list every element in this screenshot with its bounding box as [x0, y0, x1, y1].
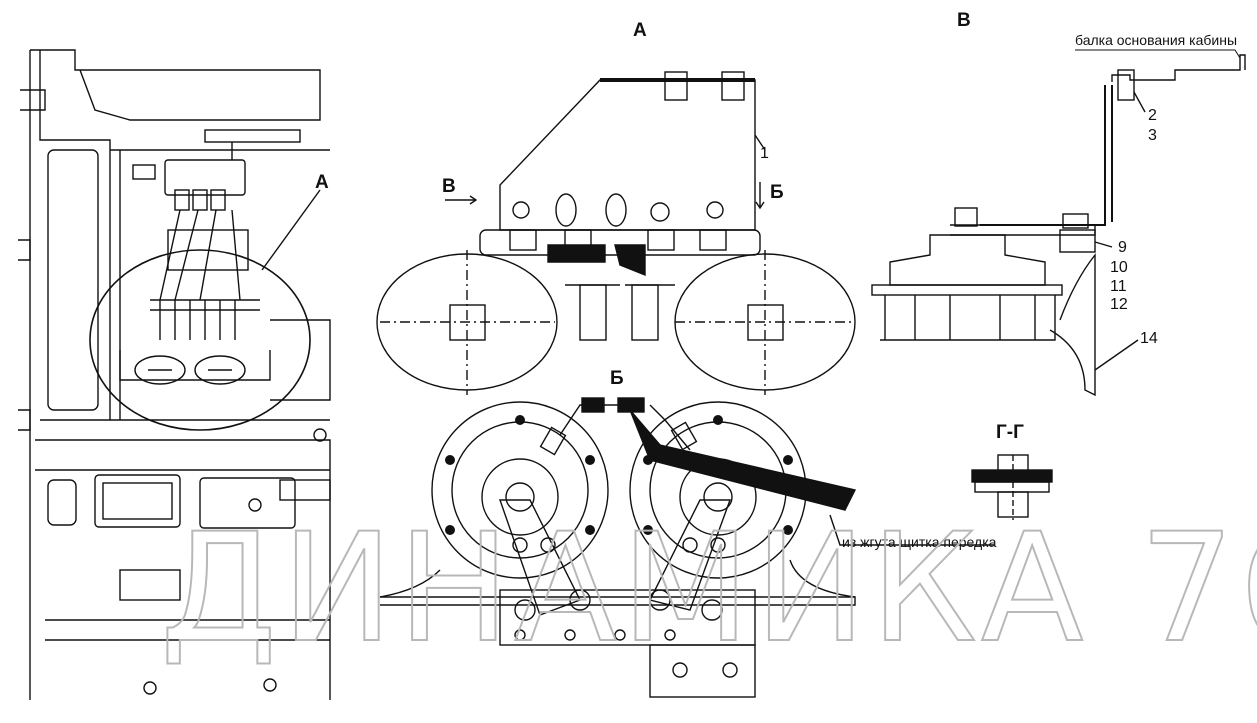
view-v-title: В — [957, 10, 971, 31]
callout-14: 14 — [1140, 330, 1158, 347]
callout-9: 9 — [1118, 239, 1127, 256]
callout-10: 10 — [1110, 259, 1128, 276]
callout-12: 12 — [1110, 296, 1128, 313]
overview-view-a-label: А — [315, 172, 329, 193]
view-a-horns — [376, 71, 856, 395]
arrow-v-label: В — [442, 176, 456, 197]
callout-1: 1 — [760, 145, 769, 162]
view-b-front — [379, 397, 995, 698]
view-b-title: Б — [610, 368, 624, 389]
callout-3: 3 — [1148, 127, 1157, 144]
section-g-g-title: Г-Г — [996, 422, 1024, 443]
watermark: ДИНАМИКА 76 — [160, 502, 1257, 676]
cabin-beam-leader — [1075, 49, 1241, 59]
callout-11: 11 — [1110, 278, 1127, 295]
arrow-b-label: Б — [770, 182, 784, 203]
section-g-g — [971, 454, 1053, 520]
harness-note: из жгута щитка передка — [842, 534, 997, 550]
cabin-front-overview — [18, 49, 331, 700]
view-v-side — [871, 54, 1246, 397]
callout-2: 2 — [1148, 107, 1157, 124]
cabin-beam-note: балка основания кабины — [1075, 32, 1237, 48]
view-a-title: А — [633, 20, 647, 41]
